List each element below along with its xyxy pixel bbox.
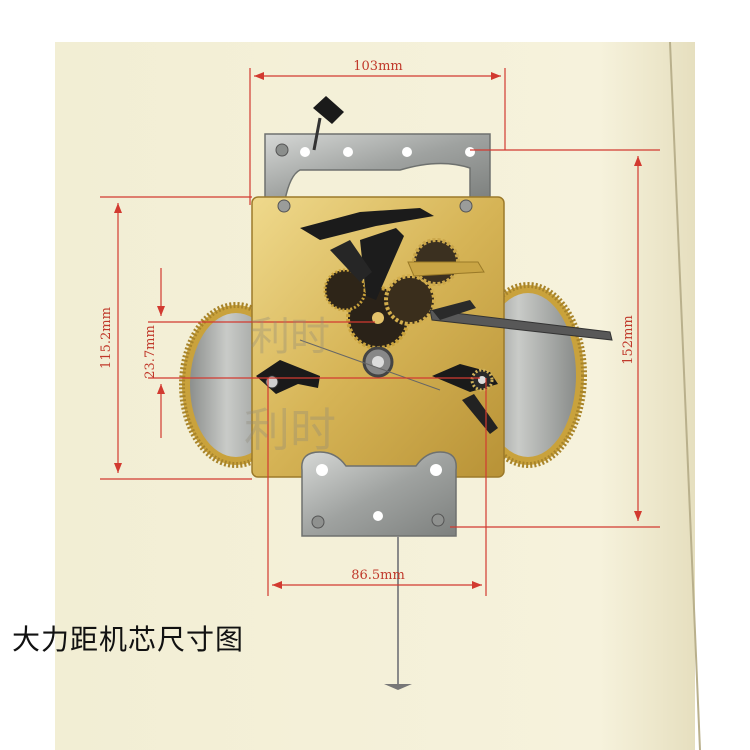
strike-levers <box>300 208 613 341</box>
dimension-label-frame-height: 115.2mm <box>99 307 114 369</box>
paper-edge <box>669 41 701 750</box>
left-hammer-assembly <box>256 360 320 394</box>
bottom-bracket <box>301 451 457 537</box>
top-bracket <box>264 133 491 201</box>
plate-screw <box>277 199 291 213</box>
wire <box>299 339 441 391</box>
watermark-mark: 利时 <box>250 314 330 360</box>
dimension-label-center-gap: 23.7mm <box>143 325 158 379</box>
diagram-caption: 大力距机芯尺寸图 <box>12 623 245 656</box>
dimension-label-bottom-width: 86.5mm <box>351 568 405 583</box>
bracket-hole <box>465 147 475 157</box>
bracket-hole <box>300 147 310 157</box>
bracket-screw <box>275 143 289 157</box>
pendulum-hook <box>384 684 412 690</box>
bracket-screw <box>311 515 325 529</box>
watermark-mark: 利时 <box>244 403 336 457</box>
plate-screw <box>459 199 473 213</box>
bracket-hole <box>343 147 353 157</box>
bracket-hole <box>316 464 328 476</box>
bracket-hole <box>402 147 412 157</box>
dimension-lines <box>100 68 660 596</box>
dimension-arrows <box>114 72 642 589</box>
bracket-hole <box>430 464 442 476</box>
right-hammer-assembly <box>432 364 498 434</box>
bracket-hole <box>373 511 383 521</box>
dimension-label-total-height: 152mm <box>621 315 636 364</box>
top-lever-wire <box>312 117 322 151</box>
bracket-screw <box>431 513 445 527</box>
dimension-label-top-width: 103mm <box>353 59 402 74</box>
top-lever <box>313 96 344 124</box>
